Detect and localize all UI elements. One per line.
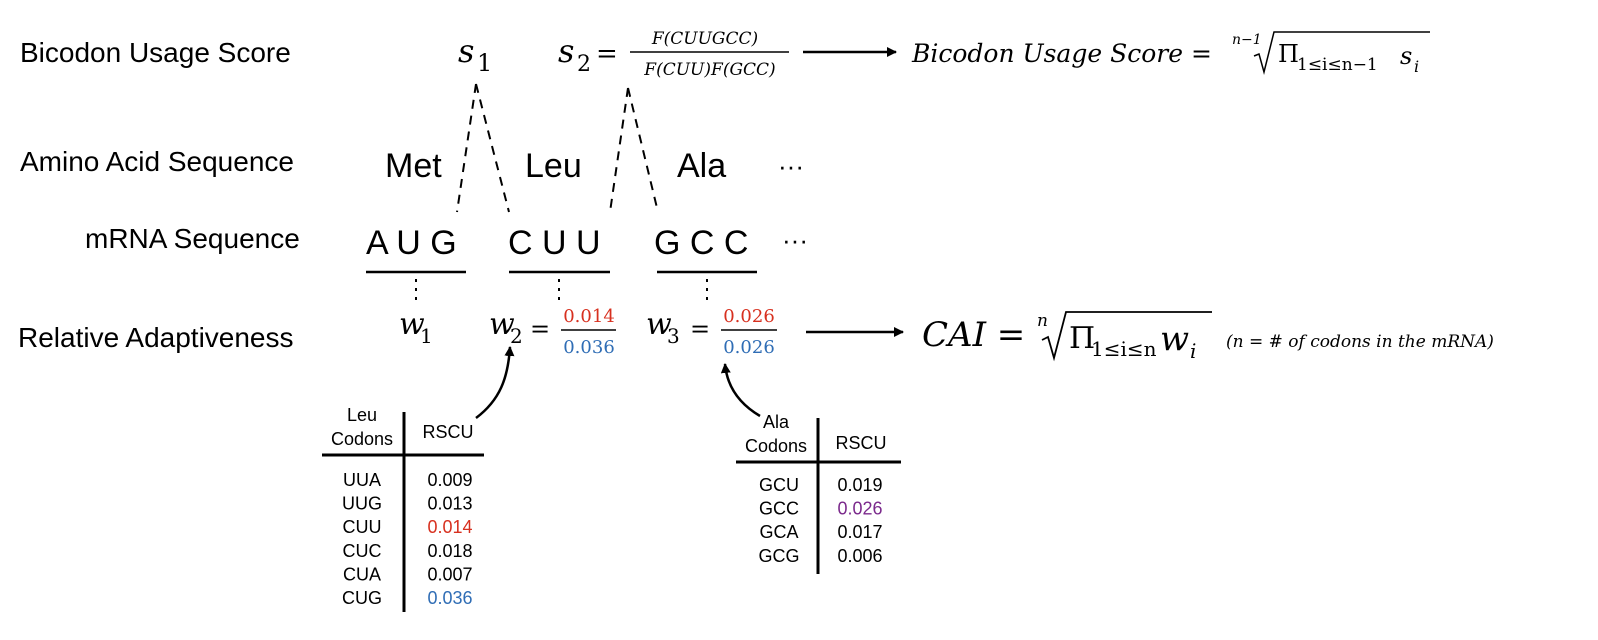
leu-row-codon-cug: CUG bbox=[342, 588, 382, 608]
leu-row-codon-cuc: CUC bbox=[343, 541, 382, 561]
w3-equals: = bbox=[690, 315, 710, 343]
w2-numerator: 0.014 bbox=[563, 306, 615, 327]
bicodon-score-formula: Bicodon Usage Score = n−1 Π 1≤i≤n−1 s i bbox=[911, 31, 1430, 76]
row-label-mrna: mRNA Sequence bbox=[85, 223, 300, 254]
leu-table-header-codons-line2: Codons bbox=[331, 429, 393, 449]
cai-formula: CAI = n Π 1≤i≤n w i (n = # of codons in … bbox=[922, 311, 1494, 363]
s1-symbol: s 1 bbox=[458, 32, 492, 77]
w1-subscript: 1 bbox=[420, 324, 433, 348]
w2-subscript: 2 bbox=[510, 324, 523, 348]
row-label-relative-adaptiveness: Relative Adaptiveness bbox=[18, 322, 294, 353]
ala-table-header-codons-line2: Codons bbox=[745, 436, 807, 456]
leu-row-rscu-cuu: 0.014 bbox=[427, 517, 472, 537]
ala-row-codon-gca: GCA bbox=[759, 522, 798, 542]
bicodon-product-symbol: Π bbox=[1278, 40, 1299, 68]
s2-equals: = bbox=[596, 39, 618, 69]
leu-row-rscu-cuc: 0.018 bbox=[427, 541, 472, 561]
leu-row-codon-uua: UUA bbox=[343, 470, 381, 490]
w1-symbol: w 1 bbox=[399, 307, 433, 348]
bicodon-formula-lhs: Bicodon Usage Score = bbox=[911, 39, 1212, 68]
w3-formula: w 3 = 0.026 0.026 bbox=[646, 306, 777, 358]
w2-base: w bbox=[489, 307, 515, 342]
ala-row-codon-gcg: GCG bbox=[758, 546, 799, 566]
cai-term-subscript: i bbox=[1190, 339, 1196, 363]
w2-equals: = bbox=[530, 315, 550, 343]
leu-table-to-w2-arrow bbox=[475, 346, 515, 419]
dashed-s2-to-ala bbox=[627, 87, 659, 213]
amino-acid-ellipsis: ··· bbox=[778, 151, 804, 181]
leu-row-codon-cua: CUA bbox=[343, 564, 381, 584]
codon-gcc: G C C bbox=[654, 224, 748, 262]
amino-acid-leu: Leu bbox=[525, 147, 582, 185]
ala-row-rscu-gcc: 0.026 bbox=[837, 499, 882, 519]
cai-root-index: n bbox=[1037, 311, 1048, 331]
ala-table-header-rscu: RSCU bbox=[835, 433, 886, 453]
amino-acid-met: Met bbox=[385, 147, 442, 185]
leu-row-rscu-cug: 0.036 bbox=[427, 588, 472, 608]
leu-table-header-rscu: RSCU bbox=[422, 422, 473, 442]
codon-cuu: C U U bbox=[508, 224, 601, 262]
s1-base: s bbox=[458, 32, 474, 70]
ala-row-codon-gcc: GCC bbox=[759, 499, 799, 519]
s2-denominator: F(CUU)F(GCC) bbox=[643, 60, 775, 80]
cai-lhs: CAI = bbox=[922, 315, 1025, 355]
codon-aug: A U G bbox=[366, 224, 457, 262]
dashed-s2-to-leu bbox=[609, 87, 629, 213]
w3-numerator: 0.026 bbox=[723, 306, 775, 327]
mrna-ellipsis: ··· bbox=[782, 225, 808, 255]
w3-denominator: 0.026 bbox=[723, 337, 775, 358]
cai-note: (n = # of codons in the mRNA) bbox=[1226, 332, 1494, 352]
bicodon-product-subscript: 1≤i≤n−1 bbox=[1297, 55, 1378, 75]
leu-table-header-codons-line1: Leu bbox=[347, 405, 377, 425]
w3-subscript: 3 bbox=[667, 324, 680, 348]
leu-row-codon-cuu: CUU bbox=[343, 517, 382, 537]
s2-numerator: F(CUUGCC) bbox=[651, 29, 758, 49]
w2-denominator: 0.036 bbox=[563, 337, 615, 358]
w2-formula: w 2 = 0.014 0.036 bbox=[489, 306, 616, 358]
s2-subscript: 2 bbox=[577, 52, 591, 77]
bicodon-root-index: n−1 bbox=[1232, 32, 1262, 48]
ala-table-header-codons-line1: Ala bbox=[763, 412, 790, 432]
s1-subscript: 1 bbox=[477, 49, 492, 77]
row-label-bicodon: Bicodon Usage Score bbox=[20, 37, 291, 68]
bicodon-term-subscript: i bbox=[1414, 57, 1419, 76]
ala-table-to-w3-arrow bbox=[720, 363, 761, 418]
ala-row-rscu-gcu: 0.019 bbox=[837, 475, 882, 495]
cai-product-symbol: Π bbox=[1069, 321, 1095, 356]
cai-term: w bbox=[1160, 319, 1189, 359]
cai-product-subscript: 1≤i≤n bbox=[1091, 337, 1157, 361]
ala-row-codon-gcu: GCU bbox=[759, 475, 799, 495]
leu-row-codon-uug: UUG bbox=[342, 494, 382, 514]
dashed-s1-to-leu bbox=[475, 83, 510, 213]
ala-row-rscu-gca: 0.017 bbox=[837, 522, 882, 542]
s2-base: s bbox=[558, 32, 574, 70]
bicodon-radical-sign bbox=[1253, 31, 1430, 75]
cai-radical-sign bbox=[1041, 311, 1212, 362]
leu-row-rscu-uug: 0.013 bbox=[427, 494, 472, 514]
row-label-amino-acid: Amino Acid Sequence bbox=[20, 146, 294, 177]
dashed-connectors bbox=[456, 83, 659, 213]
s2-formula: s 2 = F(CUUGCC) F(CUU)F(GCC) bbox=[558, 29, 789, 80]
w1-base: w bbox=[399, 307, 425, 342]
dotted-connectors bbox=[415, 279, 708, 306]
leu-row-rscu-uua: 0.009 bbox=[427, 470, 472, 490]
amino-acid-ala: Ala bbox=[677, 147, 726, 185]
leu-row-rscu-cua: 0.007 bbox=[427, 564, 472, 584]
dashed-s1-to-met bbox=[456, 83, 477, 213]
bicodon-term: s bbox=[1400, 42, 1412, 70]
w3-base: w bbox=[646, 307, 672, 342]
ala-row-rscu-gcg: 0.006 bbox=[837, 546, 882, 566]
